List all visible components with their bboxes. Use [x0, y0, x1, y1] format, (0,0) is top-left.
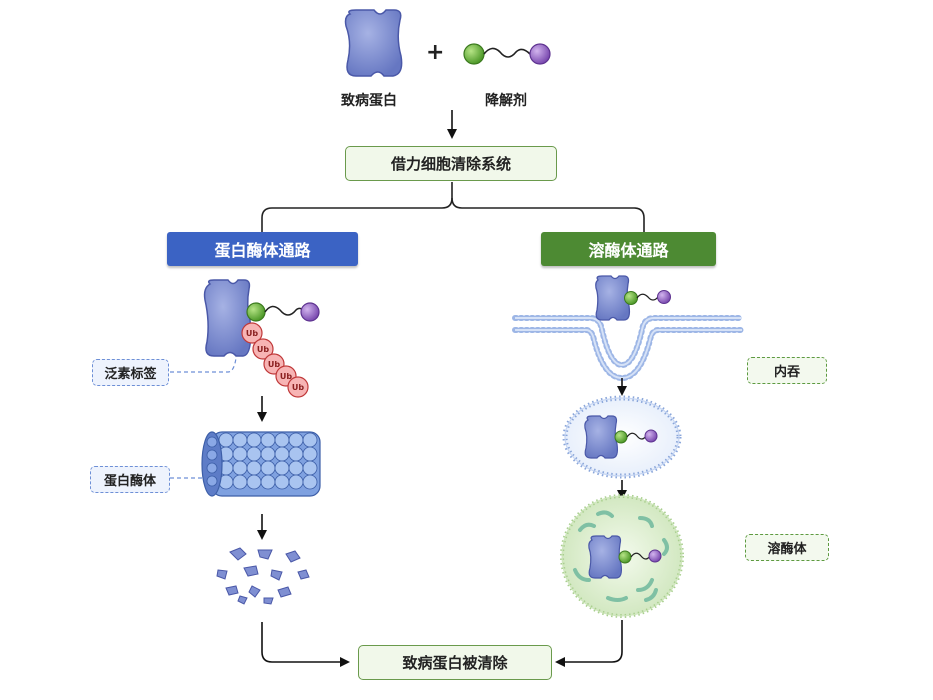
ubiquitin-tag-label: 泛素标签: [92, 359, 169, 386]
protein-label: 致病蛋白: [341, 93, 397, 109]
protein-degrader-complex-icon: [595, 275, 671, 321]
peptide-fragments-icon: [216, 547, 310, 605]
branch-connector: [261, 182, 645, 232]
leader-line-ubiquitin: [170, 357, 237, 373]
lysosome-icon: [560, 494, 684, 618]
endosome-vesicle-icon: [562, 395, 682, 479]
system-box: 借力细胞清除系统: [345, 146, 557, 181]
arrow-right-to-result: [555, 620, 623, 667]
ub-label: Ub: [257, 345, 269, 354]
proteasome-tag-label: 蛋白酶体: [90, 466, 170, 493]
degrader-molecule-icon: [463, 43, 551, 65]
ubiquitin-chain: Ub Ub Ub Ub Ub: [241, 322, 309, 398]
lysosome-pathway-header: 溶酶体通路: [541, 232, 716, 266]
endocytosis-tag-label: 内吞: [747, 357, 827, 384]
result-box: 致病蛋白被清除: [358, 645, 552, 680]
ub-label: Ub: [246, 329, 258, 338]
arrow-left-to-result: [261, 622, 350, 667]
pathogenic-protein-icon: [344, 9, 403, 77]
proteasome-pathway-header: 蛋白酶体通路: [167, 232, 358, 266]
degrader-label: 降解剂: [485, 93, 527, 109]
membrane-icon: [512, 315, 745, 382]
proteasome-icon: [201, 431, 321, 497]
lysosome-tag-label: 溶酶体: [745, 534, 829, 561]
ub-label: Ub: [268, 360, 280, 369]
plus-sign: +: [426, 40, 445, 65]
ub-label: Ub: [292, 383, 304, 392]
ubiquitinated-protein-icon: [203, 279, 320, 357]
ub-label: Ub: [280, 372, 292, 381]
